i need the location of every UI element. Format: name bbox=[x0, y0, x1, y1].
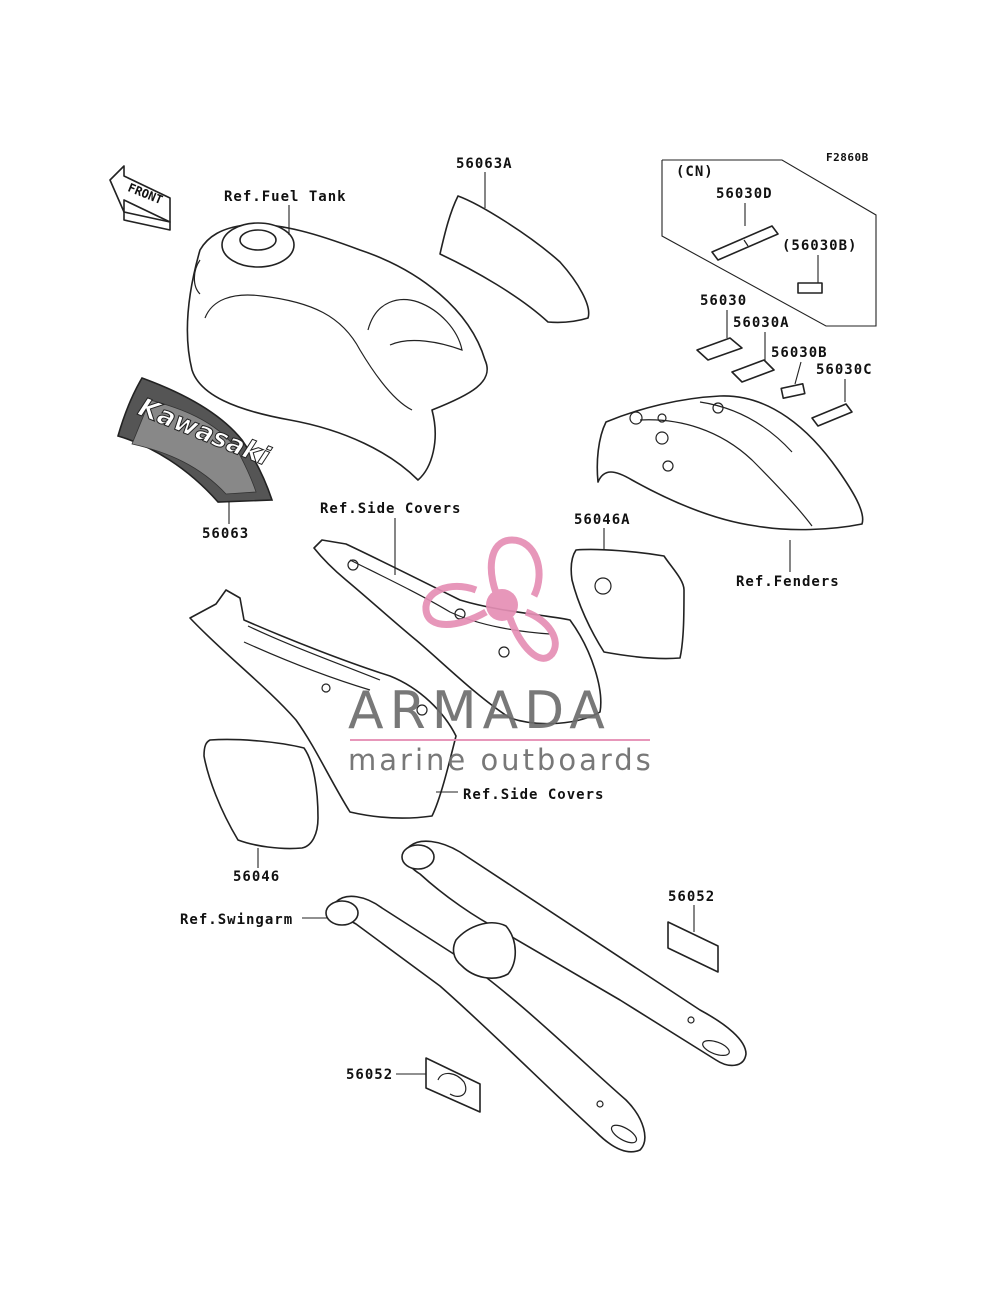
callout-56030C: 56030C bbox=[816, 362, 873, 378]
callout-56030D: 56030D bbox=[716, 186, 773, 202]
decal-56030B-cn bbox=[797, 282, 823, 294]
fuel-tank-ref bbox=[186, 222, 488, 481]
decal-56030D bbox=[711, 225, 779, 261]
decal-56052-lower bbox=[425, 1057, 481, 1113]
callout-56046: 56046 bbox=[233, 869, 280, 885]
callout-56030: 56030 bbox=[700, 293, 747, 309]
propeller-hub-icon bbox=[486, 589, 518, 621]
decal-56052-right bbox=[667, 921, 719, 973]
armada-watermark: ARMADA marine outboards bbox=[348, 536, 654, 777]
callout-56030B-paren: (56030B) bbox=[782, 238, 857, 254]
decal-56030 bbox=[696, 337, 743, 361]
decal-56030B bbox=[780, 383, 806, 399]
side-cover-lower-ref bbox=[189, 589, 457, 819]
callout-side-covers-lower: Ref.Side Covers bbox=[463, 787, 604, 803]
callout-56046A: 56046A bbox=[574, 512, 631, 528]
callout-swingarm: Ref.Swingarm bbox=[180, 912, 293, 928]
callout-fuel-tank: Ref.Fuel Tank bbox=[224, 189, 347, 205]
callout-cn: (CN) bbox=[676, 164, 714, 180]
front-arrow-icon: FRONT bbox=[109, 165, 171, 231]
callout-56030A: 56030A bbox=[733, 315, 790, 331]
swingarm-ref bbox=[325, 840, 747, 1153]
decal-56030C bbox=[811, 403, 853, 427]
propeller-logo-icon bbox=[422, 536, 559, 662]
watermark-subtitle: marine outboards bbox=[348, 743, 654, 777]
decal-56030A bbox=[731, 359, 775, 383]
rear-fender-ref bbox=[596, 395, 864, 531]
decal-56046A bbox=[570, 548, 685, 660]
decal-56063A bbox=[439, 195, 590, 324]
callout-56052-lower: 56052 bbox=[346, 1067, 393, 1083]
watermark-title: ARMADA bbox=[348, 681, 611, 741]
callout-side-covers-upper: Ref.Side Covers bbox=[320, 501, 461, 517]
decal-56046 bbox=[203, 738, 319, 850]
callout-fenders: Ref.Fenders bbox=[736, 574, 840, 590]
callout-56030B: 56030B bbox=[771, 345, 828, 361]
callout-56063: 56063 bbox=[202, 526, 249, 542]
side-cover-upper-ref bbox=[313, 539, 602, 725]
figure-code: F2860B bbox=[826, 151, 869, 164]
cn-group-box bbox=[661, 159, 877, 327]
callout-56063A: 56063A bbox=[456, 156, 513, 172]
callout-56052-right: 56052 bbox=[668, 889, 715, 905]
